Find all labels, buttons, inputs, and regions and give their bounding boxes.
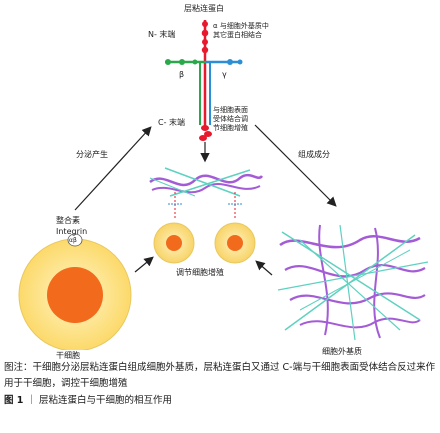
integrin-label-cn: 整合素 [56,216,80,225]
integrin-label-en: Integrin [56,227,88,236]
laminin-title: 层粘连蛋白 [184,4,224,13]
ecm-label: 细胞外基质 [322,347,362,356]
gamma-label: γ [222,70,227,79]
caption-title: 图 1 ｜ 层粘连蛋白与干细胞的相互作用 [4,395,172,406]
laminin-stem-cell-diagram [18,20,429,350]
stem-cell-label: 干细胞 [56,351,80,360]
laminin-molecule [165,20,243,163]
composition-label: 组成成分 [298,150,330,159]
beta-label: β [179,70,185,79]
composition-arrow [254,124,337,207]
regulate-proliferation-label: 调节细胞增殖 [176,268,224,277]
ecm-to-regulated-arrow [255,260,273,276]
regulated-cell-right [214,222,256,264]
regulated-cell-left [153,222,195,264]
laminin-network [149,167,264,218]
stem-cell [18,233,132,350]
integrin-alpha-beta: αβ [69,237,77,244]
secretion-label: 分泌产生 [76,150,108,159]
figure-title: 层粘连蛋白与干细胞的相互作用 [38,395,172,406]
n-terminal-label: N- 末端 [148,30,176,39]
c-terminal-note: 与细胞表面 受体结合调 节细胞增殖 [213,106,248,132]
c-terminal-label: C- 末端 [158,118,186,127]
extracellular-matrix [277,224,429,341]
stemcell-to-regulated-arrow [134,256,154,273]
alpha-chain-note: α 与细胞外基质中 其它蛋白相结合 [213,22,269,39]
figure-caption: 图注：干细胞分泌层粘连蛋白组成细胞外基质，层粘连蛋白又通过 C-端与干细胞表面受… [0,360,440,409]
figure-number: 图 1 [4,395,24,406]
secretion-arrow [74,126,152,211]
caption-note: 图注：干细胞分泌层粘连蛋白组成细胞外基质，层粘连蛋白又通过 C-端与干细胞表面受… [4,362,436,389]
